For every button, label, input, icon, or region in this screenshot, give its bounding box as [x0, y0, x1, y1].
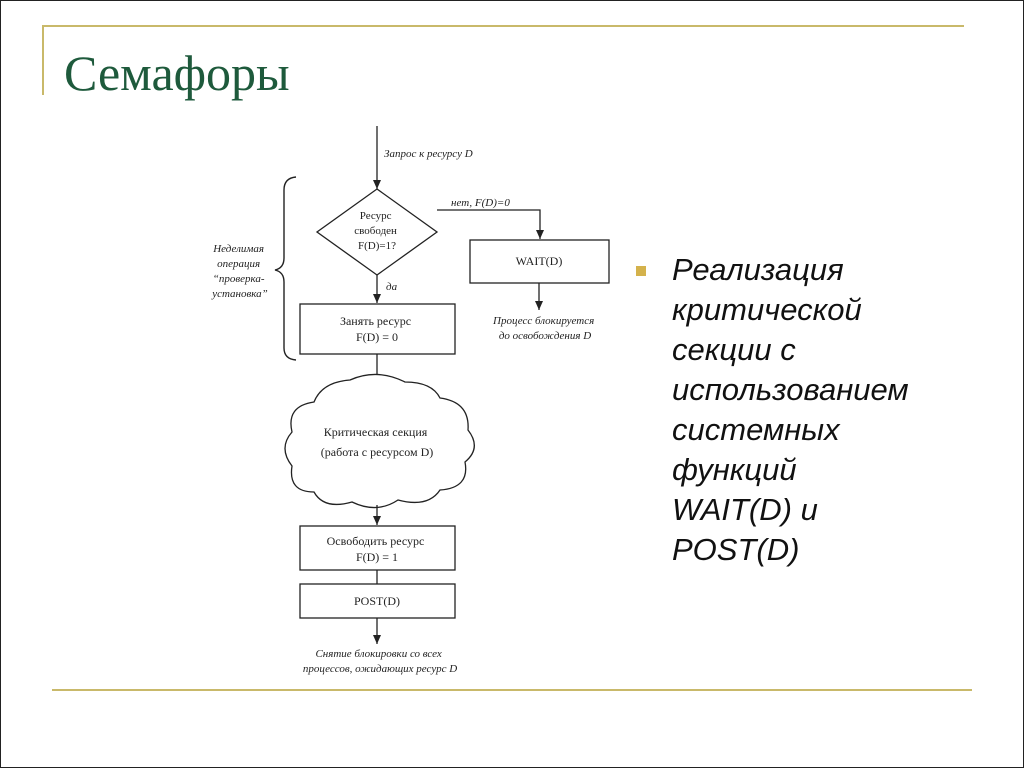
decision-line-2: свободен	[354, 225, 397, 237]
blocked-note: Процесс блокируется до освобождения D	[492, 315, 597, 342]
unblock-line-1: Снятие блокировки со всех	[315, 648, 441, 660]
indivisible-note: Неделимая операция “проверка- установка”	[211, 243, 268, 300]
bullet-text: Реализация критической секции с использо…	[672, 252, 909, 567]
unblock-note: Снятие блокировки со всех процессов, ожи…	[303, 648, 457, 675]
decision-line-1: Ресурс	[360, 210, 392, 222]
unblock-line-2: процессов, ожидающих ресурс D	[303, 663, 457, 675]
blocked-line-2: до освобождения D	[499, 330, 591, 342]
release-line-1: Освободить ресурс	[327, 534, 425, 548]
decision-text: Ресурс свободен F(D)=1?	[354, 210, 399, 252]
indivisible-line-3: “проверка-	[213, 273, 265, 285]
indivisible-line-2: операция	[217, 258, 260, 270]
top-rule	[42, 25, 964, 27]
request-label: Запрос к ресурсу D	[384, 148, 473, 160]
bottom-rule	[52, 689, 972, 691]
critical-line-1: Критическая секция	[324, 425, 428, 439]
no-branch-arrow	[437, 209, 544, 239]
take-resource-text: Занять ресурс F(D) = 0	[340, 314, 414, 344]
release-line-2: F(D) = 1	[356, 550, 398, 564]
bullet-square-icon	[636, 266, 646, 276]
post-box	[299, 583, 456, 619]
indivisible-brace	[274, 176, 297, 361]
yes-label: да	[386, 281, 398, 293]
indivisible-line-4: установка”	[211, 288, 268, 300]
decision-line-3: F(D)=1?	[358, 240, 396, 252]
critical-section-text: Критическая секция (работа с ресурсом D)	[321, 425, 433, 459]
indivisible-line-1: Неделимая	[212, 243, 264, 255]
left-rule	[42, 25, 44, 95]
blocked-line-1: Процесс блокируется	[492, 315, 594, 327]
critical-line-2: (работа с ресурсом D)	[321, 445, 433, 459]
critical-section-cloud	[284, 373, 475, 509]
no-label: нет, F(D)=0	[451, 197, 510, 209]
release-resource-text: Освободить ресурс F(D) = 1	[327, 534, 428, 564]
take-resource-box	[299, 303, 456, 355]
take-line-1: Занять ресурс	[340, 314, 411, 328]
slide-title: Семафоры	[64, 45, 290, 101]
post-label: POST(D)	[354, 594, 400, 608]
wait-label: WAIT(D)	[516, 254, 563, 268]
take-line-2: F(D) = 0	[356, 330, 398, 344]
